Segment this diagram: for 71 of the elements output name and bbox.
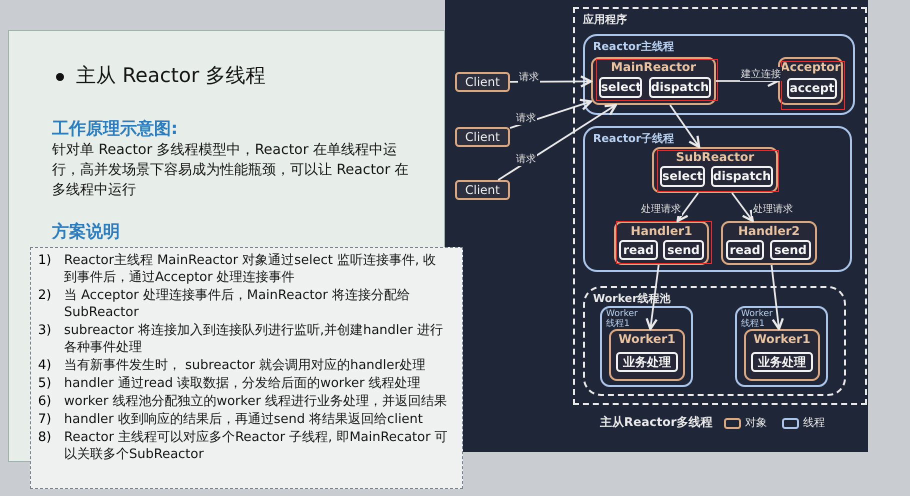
box-title: Reactor主线程 (591, 39, 676, 54)
item-number: 7) (38, 411, 52, 428)
caption: 主从Reactor多线程 (600, 414, 712, 431)
method-box: read (726, 240, 764, 260)
arrow (510, 75, 592, 88)
paragraph: 针对单 Reactor 多线程模型中，Reactor 在单线程中运行，高并发场景下容易成为性能瓶颈，可以让 Reactor 在多线程中运行 (52, 141, 410, 200)
method-box: accept (787, 78, 837, 99)
method-box: 业务处理 (751, 352, 813, 372)
item-number: 3) (38, 322, 52, 339)
application-frame (573, 7, 867, 405)
list-item: handler 通过read 读取数据，分发给后面的worker 线程处理 (64, 375, 422, 392)
arrow (646, 264, 660, 330)
section-heading: 方案说明 (52, 221, 120, 243)
thread-box (583, 34, 855, 115)
arrow (510, 98, 592, 129)
list-item: worker 线程池分配独立的worker 线程进行业务处理，并返回结果 (64, 393, 448, 410)
method-box: send (663, 240, 704, 260)
box-title: Handler1 (630, 224, 694, 238)
client-box: Client (455, 180, 510, 200)
arrow (669, 104, 700, 148)
edge-label: 请求 (515, 152, 537, 166)
box-title: Worker 线程1 (741, 309, 774, 329)
worker-thread-box (735, 306, 828, 387)
item-number: 6) (38, 393, 52, 410)
list-item: handler 收到响应的结果后，再通过send 将结果返回给client (64, 411, 424, 428)
arrow (770, 264, 784, 330)
section-heading: 工作原理示意图: (52, 118, 178, 140)
slide-title: 主从 Reactor 多线程 (76, 62, 266, 89)
box-title: Acceptor (780, 60, 841, 74)
worker-thread-box (600, 306, 693, 387)
method-box: 业务处理 (616, 352, 678, 372)
edge-label: 处理请求 (752, 202, 794, 216)
list-item: Reactor 主线程可以对应多个Reactor 子线程, 即MainRecator 可以关联多个SubReactor (64, 429, 449, 463)
method-box: dispatch (649, 77, 711, 98)
worker-pool-frame (583, 286, 846, 396)
edge-label: 请求 (515, 111, 537, 125)
item-number: 4) (38, 357, 52, 374)
item-number: 5) (38, 375, 52, 392)
object-box (744, 329, 820, 381)
object-box (721, 221, 817, 265)
box-title: 应用程序 (581, 12, 629, 27)
method-box: select (660, 166, 705, 187)
method-box: read (619, 240, 658, 260)
edge-label: 建立连接 (740, 67, 782, 81)
item-number: 1) (38, 252, 52, 269)
list-item: 当有新事件发生时， subreactor 就会调用对应的handler处理 (64, 357, 427, 374)
client-box: Client (455, 72, 510, 92)
item-number: 2) (38, 287, 52, 304)
box-title: Worker1 (752, 332, 812, 346)
box-title: MainReactor (610, 60, 698, 74)
arrow (498, 104, 617, 181)
item-number: 8) (38, 429, 52, 446)
box-title: Worker1 (617, 332, 677, 346)
edge-label: 处理请求 (640, 202, 682, 216)
method-box: select (599, 77, 642, 98)
legend-label: 线程 (803, 415, 825, 430)
box-title: Handler2 (737, 224, 801, 238)
method-box: send (770, 240, 811, 260)
list-item: subreactor 将连接加入到连接队列进行监听,并创建handler 进行各种事件处理 (64, 322, 444, 356)
list-item: Reactor主线程 MainReactor 对象通过select 监听连接事件, 收到事件后，通过Acceptor 处理连接事件 (64, 252, 438, 286)
client-box: Client (455, 127, 510, 147)
box-title: Worker 线程1 (606, 309, 639, 329)
edge-label: 请求 (518, 70, 540, 84)
arrow (676, 192, 699, 222)
legend-label: 对象 (745, 415, 767, 430)
box-title: Reactor子线程 (591, 131, 676, 146)
method-box: dispatch (711, 166, 773, 187)
arrow (731, 192, 754, 222)
thread-box (583, 126, 852, 272)
box-title: SubReactor (674, 150, 756, 164)
object-box (609, 329, 685, 381)
